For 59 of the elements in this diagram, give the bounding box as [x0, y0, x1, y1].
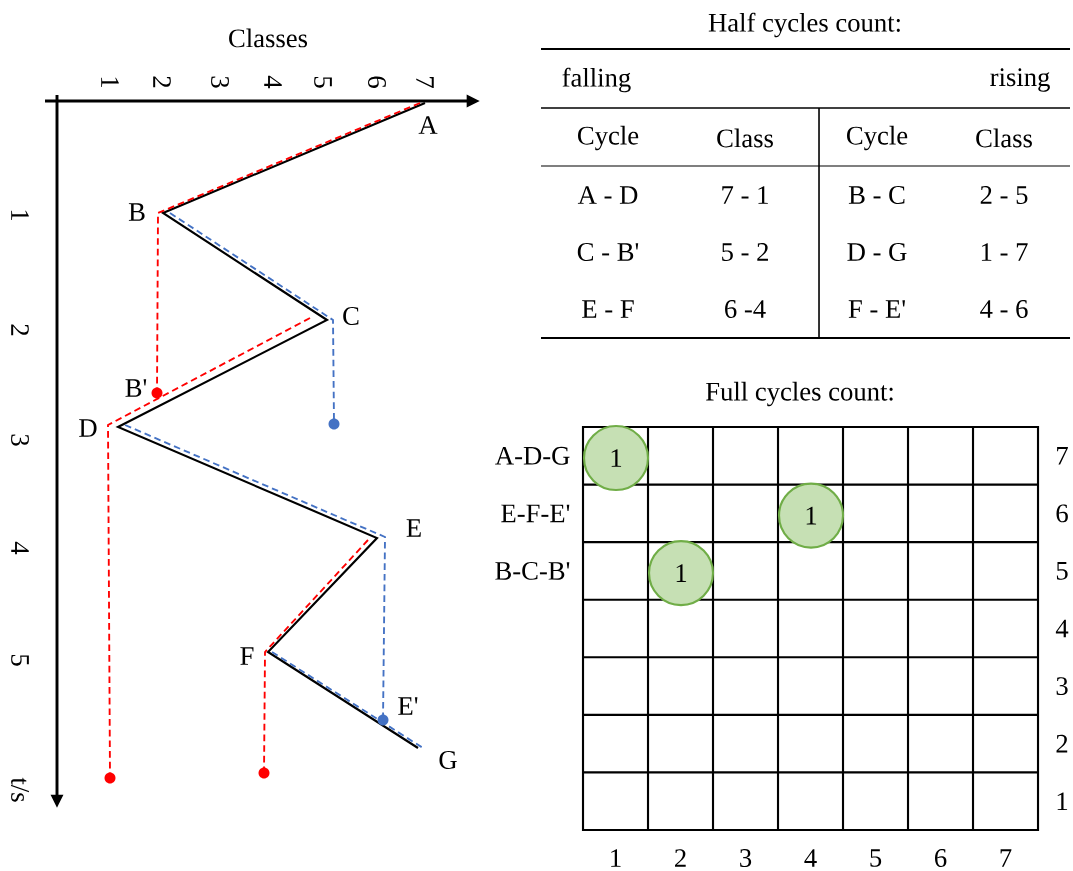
axis-tick-label: 4 [1055, 619, 1069, 638]
table-cell: 7 - 1 [722, 186, 768, 204]
point-label: A [418, 116, 438, 134]
axis-tick-label: 5 [314, 76, 332, 88]
table-header: falling [562, 67, 631, 93]
table-cell: 6 -4 [725, 300, 766, 318]
table-title: Full cycles count: [706, 381, 893, 407]
point-label: D [79, 419, 97, 437]
axis-tick-label: 1 [101, 77, 119, 88]
axis-tick-label: 2 [11, 324, 29, 336]
table-cell: 2 - 5 [980, 186, 1028, 204]
axis-tick-label: 6 [935, 849, 947, 867]
axis-tick-label: 2 [1056, 734, 1068, 753]
axis-tick-label: 6 [1056, 504, 1068, 523]
table-cell: 1 - 7 [981, 243, 1028, 261]
axis-tick-label: 1 [611, 849, 621, 867]
table-cell: F - E' [848, 300, 905, 318]
table-cell: E - F [582, 300, 634, 318]
axis-tick-label: 5 [1056, 562, 1068, 580]
point-label: B' [125, 379, 147, 397]
axis-tick-label: 3 [11, 434, 29, 446]
axis-tick-label: 1 [1057, 792, 1068, 810]
table-title: Half cycles count: [708, 12, 900, 38]
table-cell: D - G [847, 243, 907, 261]
axis-tick-label: 5 [870, 849, 882, 867]
table-header: Cycle [847, 125, 908, 151]
point-label: C [343, 307, 359, 325]
axis-tick-label: 2 [675, 849, 686, 867]
axis-tick-label: 7 [1000, 849, 1012, 867]
table-header: Cycle [578, 125, 639, 151]
table-cell: 5 - 2 [722, 243, 768, 261]
grid-row-label: B-C-B' [495, 561, 570, 580]
point-label: B [128, 203, 145, 221]
table-header: Class [976, 128, 1032, 148]
axis-title: t/s [11, 777, 29, 802]
axis-tick-label: 7 [1057, 447, 1068, 465]
axis-tick-label: 4 [11, 541, 29, 555]
table-cell: C - B' [577, 243, 639, 261]
axis-tick-label: 4 [264, 75, 282, 89]
axis-tick-label: 1 [11, 210, 29, 221]
table-cell: 4 - 6 [980, 300, 1028, 318]
grid-row-label: E-F-E' [501, 504, 570, 523]
axis-tick-label: 5 [11, 654, 29, 666]
axis-tick-label: 4 [804, 849, 817, 867]
axis-tick-label: 6 [368, 76, 386, 88]
table-cell: A - D [577, 186, 638, 204]
axis-tick-label: 3 [211, 76, 229, 88]
point-label: E [406, 519, 421, 537]
axis-tick-label: 3 [740, 849, 752, 867]
axis-title: Classes [229, 28, 308, 48]
table-header: rising [990, 68, 1050, 92]
point-label: E' [398, 697, 418, 715]
point-label: G [439, 751, 457, 769]
point-label: F [240, 647, 254, 665]
axis-tick-label: 2 [153, 76, 171, 88]
axis-tick-label: 3 [1056, 677, 1068, 696]
table-cell: B - C [848, 186, 905, 204]
table-header: Class [717, 128, 773, 148]
axis-tick-label: 7 [416, 77, 434, 88]
